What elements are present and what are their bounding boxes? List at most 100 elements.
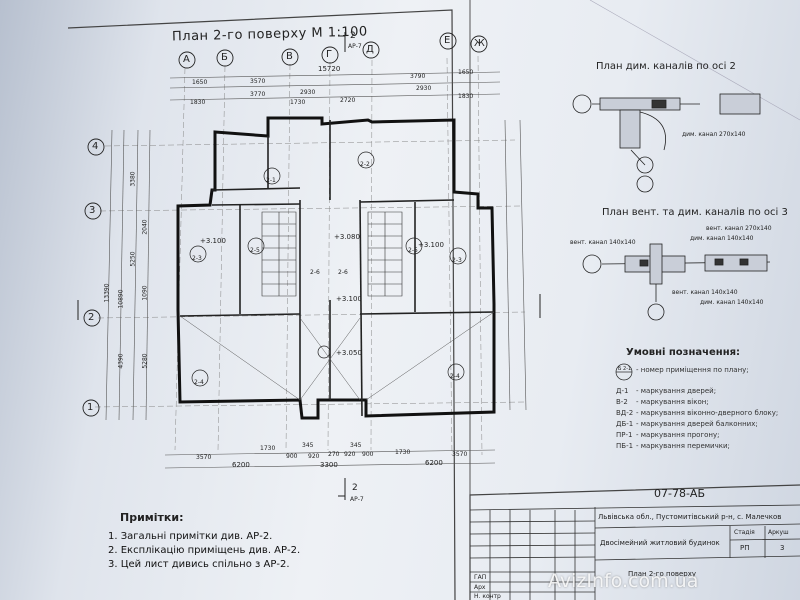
legend-code: ПР-1 (616, 431, 633, 439)
axis-label-d: Д (366, 44, 374, 55)
notes-title: Примітки: (120, 511, 184, 524)
chimney-detail-label: дим. канал 270х140 (682, 131, 746, 138)
axis-label-g: Г (326, 49, 333, 60)
dim-bottom: 3300 (320, 461, 338, 469)
stamp-col-stage: Стадія (734, 529, 755, 536)
legend-item: ПР-1 - маркування прогону; (602, 432, 800, 444)
dim-left: 2040 (141, 219, 149, 235)
level-mark: +3.080 (334, 233, 360, 241)
section-ref-top: АР-7 (348, 43, 362, 50)
room-label: 2-6 (338, 269, 348, 276)
stamp-code: 07-78-АБ (654, 487, 706, 500)
stamp-row-label: Н. контр (474, 593, 501, 600)
dim-top: 2930 (300, 89, 316, 96)
axis-label-4: 4 (92, 141, 99, 152)
section-mark-bottom: 2 (352, 483, 358, 493)
dim-top: 1650 (458, 69, 474, 76)
legend-text: - маркування вікон; (636, 398, 709, 406)
axis-label-b: Б (221, 52, 228, 63)
axis-label-2: 2 (88, 312, 95, 323)
legend-item: ВД-2 - маркування віконно-дверного блоку… (602, 410, 800, 422)
dim-top: 3570 (250, 78, 266, 85)
level-mark: +3.100 (418, 241, 444, 249)
dim-bottom: 900 (362, 451, 374, 458)
dim-bottom: 345 (350, 442, 362, 449)
dim-top: 1730 (290, 99, 306, 106)
stamp-sheet-name: План 2-го поверху (628, 570, 697, 578)
dim-top: 2930 (416, 85, 432, 92)
dim-left: 4390 (117, 353, 125, 369)
stamp-sheet-no: 3 (780, 544, 785, 552)
dim-bottom: 6200 (425, 459, 443, 467)
room-label: 2-3 (452, 257, 462, 264)
legend-text: - номер приміщення по плану; (636, 366, 749, 374)
stamp-col-sheet: Аркуш (768, 529, 789, 536)
dim-bottom: 920 (344, 451, 356, 458)
axis-label-1: 1 (87, 402, 94, 413)
dim-top: 3770 (250, 91, 266, 98)
dim-left: 3380 (129, 171, 137, 187)
dim-bottom: 1730 (260, 445, 276, 452)
vent-detail-label: дим. канал 140х140 (690, 235, 754, 242)
dim-bottom: 3570 (452, 451, 468, 458)
dim-bottom: 3570 (196, 454, 212, 461)
legend-code: ВД-2 (616, 409, 634, 417)
level-mark: +3.100 (336, 295, 362, 303)
dim-left: 13390 (103, 283, 111, 303)
dim-top: 2720 (340, 97, 356, 104)
vent-detail-title: План вент. та дим. каналів по осі 3 (602, 207, 788, 218)
legend-code: Д-1 (616, 387, 629, 395)
legend-item: ПБ-1 - маркування перемички; (602, 443, 800, 455)
legend-text: - маркування віконно-дверного блоку; (636, 409, 779, 417)
stamp-object: Двосімейний житловий будинок (600, 539, 720, 547)
level-mark: +3.050 (336, 349, 362, 357)
legend-title: Умовні позначення: (626, 347, 741, 358)
section-ref-bottom: АР-7 (350, 496, 364, 503)
dim-bottom: 900 (286, 453, 298, 460)
room-label: 2-1 (266, 177, 276, 184)
room-label: 2-2 (360, 161, 370, 168)
room-label: 2-5 (408, 247, 418, 254)
dim-left: 10890 (117, 289, 125, 309)
room-label: 2-3 (192, 255, 202, 262)
axis-label-zh: Ж (474, 38, 485, 49)
legend-code: ПБ-1 (616, 442, 634, 450)
room-label: 2-4 (194, 379, 204, 386)
legend-item: В-2 - маркування вікон; (602, 399, 800, 411)
section-mark-top: 2 (350, 31, 356, 41)
axis-label-e: Е (444, 35, 451, 46)
legend-text: - маркування прогону; (636, 431, 720, 439)
vent-detail-label: вент. канал 270х140 (706, 225, 772, 232)
watermark: AvizInfo.com.ua (548, 570, 699, 592)
dim-top-total: 15720 (318, 65, 341, 73)
dim-bottom: 270 (328, 451, 340, 458)
dim-bottom: 6200 (232, 461, 250, 469)
stamp-address: Львівська обл., Пустомитівський р-н, с. … (598, 513, 782, 521)
vent-detail-label: вент. канал 140х140 (672, 289, 738, 296)
legend-item: Д-1 - маркування дверей; (602, 388, 800, 400)
level-mark: +3.100 (200, 237, 226, 245)
dim-top: 1830 (458, 93, 474, 100)
note-item: 2. Експлікацію приміщень див. АР-2. (108, 545, 301, 556)
legend-text: - маркування перемички; (636, 442, 730, 450)
note-item: 1. Загальні примітки див. АР-2. (108, 531, 273, 542)
axis-label-a: А (183, 54, 190, 65)
dim-top: 3790 (410, 73, 426, 80)
dim-left: 5280 (141, 353, 149, 369)
legend-code: В-2 (616, 398, 628, 406)
room-label: 2-4 (450, 373, 460, 380)
dim-top: 1830 (190, 99, 206, 106)
room-label: 2-5 (250, 247, 260, 254)
chimney-detail-title: План дим. каналів по осі 2 (596, 61, 736, 72)
dim-left: 5250 (129, 251, 137, 267)
dim-bottom: 920 (308, 453, 320, 460)
legend-code: Б 2-1 (618, 366, 632, 372)
note-item: 3. Цей лист дивись спільно з АР-2. (108, 559, 290, 570)
legend-item: ДБ-1 - маркування дверей балконних; (602, 421, 800, 433)
dim-bottom: 1730 (395, 449, 411, 456)
legend-text: - маркування дверей балконних; (636, 420, 758, 428)
room-label: 2-6 (310, 269, 320, 276)
axis-label-v: В (286, 51, 293, 62)
vent-detail-label: дим. канал 140х140 (700, 299, 764, 306)
